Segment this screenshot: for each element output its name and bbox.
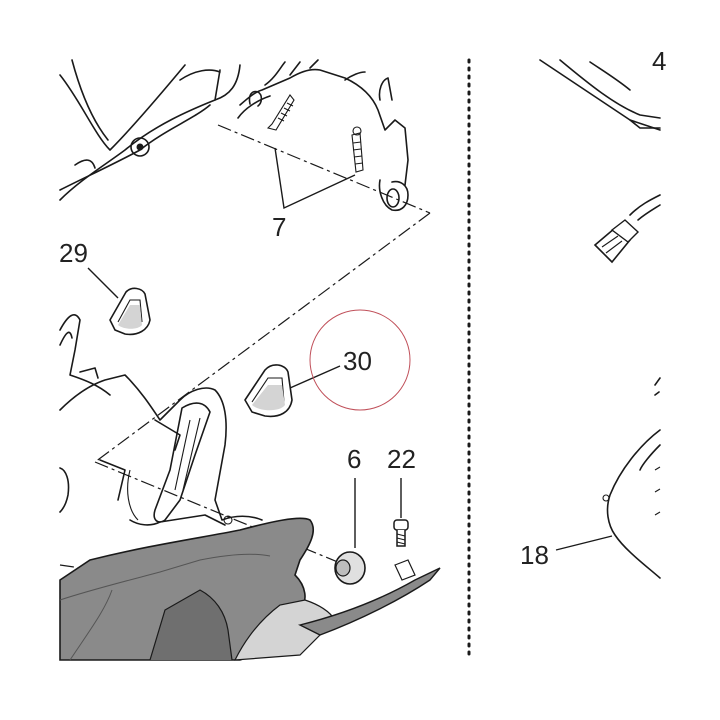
callout-7: 7 <box>272 212 287 242</box>
leader-18 <box>555 535 613 551</box>
lower-fairing-left <box>59 314 263 526</box>
left-panel <box>59 59 441 661</box>
callout-18: 18 <box>520 540 549 570</box>
spring-left <box>266 94 295 131</box>
lower-fairing-shaded <box>59 517 441 661</box>
part-18-fairing <box>602 377 661 579</box>
right-panel <box>539 59 661 579</box>
leader-30 <box>289 365 341 389</box>
callout-4-partial: 4 <box>652 46 667 76</box>
leader-29 <box>87 267 119 299</box>
wiring-connector <box>593 194 661 264</box>
callout-29: 29 <box>59 238 88 268</box>
callout-22: 22 <box>387 444 416 474</box>
part-6-grommet <box>334 551 366 585</box>
leader-7 <box>274 147 356 210</box>
spring-right <box>351 126 364 173</box>
upper-fairing-frame <box>59 59 409 212</box>
highlight-circle-30 <box>309 309 411 411</box>
alignment-line-upper <box>217 124 431 214</box>
part-29-cap <box>109 287 151 336</box>
part-30-cap <box>244 364 293 418</box>
callout-30: 30 <box>343 346 372 376</box>
callout-6: 6 <box>347 444 362 474</box>
part-22-screw <box>393 519 409 547</box>
part-4-partial <box>539 59 661 131</box>
alignment-line-diagonal <box>94 212 431 463</box>
